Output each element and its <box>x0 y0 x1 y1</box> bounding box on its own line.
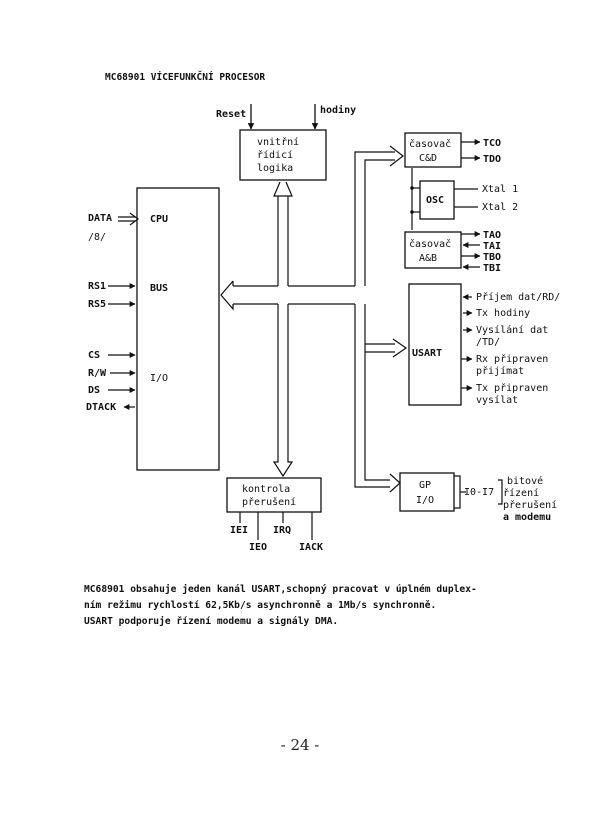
tx-data-label: Vysílání dat <box>476 324 548 336</box>
dtack-label: DTACK <box>86 402 116 413</box>
bus-down-arrow <box>272 304 294 478</box>
gpio-block <box>399 472 455 512</box>
usart-block <box>408 283 462 406</box>
rs5-label: RS5 <box>88 299 106 310</box>
ieo-label: IEO <box>249 542 267 553</box>
timer-ab-block <box>404 231 462 269</box>
control-logic-label-1: vnitřní <box>257 136 299 148</box>
gpio-range-label: I0-I7 <box>464 487 494 498</box>
rs1-label: RS1 <box>88 281 106 292</box>
ds-label: DS <box>88 385 100 396</box>
usart-bus <box>365 343 395 353</box>
tdo-label: TDO <box>483 154 501 165</box>
description-line-3: USART podporuje řízení modemu a signály … <box>84 616 339 627</box>
gpio-label-2: I/O <box>416 495 434 506</box>
timer-cd-label-1: časovač <box>409 138 451 150</box>
rx-ready-label: Rx připraven <box>476 353 548 365</box>
bus-left-arrow <box>220 280 234 311</box>
cs-label: CS <box>88 350 100 361</box>
gpio-desc-1: bitové <box>507 475 543 487</box>
tbi-label: TBI <box>483 263 501 274</box>
gpio-desc-bracket <box>498 479 503 505</box>
control-logic-label-2: řídicí <box>257 149 293 161</box>
tco-label: TCO <box>483 138 501 149</box>
description-line-1: MC68901 obsahuje jeden kanál USART,schop… <box>84 584 477 595</box>
tao-label: TAO <box>483 230 501 241</box>
tbo-label: TBO <box>483 252 501 263</box>
cpu-bus-io-block <box>136 187 220 471</box>
osc-label: OSC <box>426 195 444 206</box>
tx-ready-label-2: vysílat <box>476 394 518 406</box>
gpio-label-1: GP <box>419 480 431 491</box>
page-number: - 24 - <box>280 736 320 754</box>
interrupt-control-label-2: přerušení <box>242 496 296 508</box>
horizontal-bus <box>233 285 355 305</box>
bus-up-arrow <box>273 181 293 286</box>
data-label: DATA <box>88 213 112 224</box>
timer-cd-block <box>404 132 462 168</box>
usart-label: USART <box>412 348 442 359</box>
bus-label: BUS <box>150 283 168 294</box>
right-bus-lower <box>354 304 390 488</box>
xtal2-label: Xtal 2 <box>482 202 518 213</box>
xtal1-label: Xtal 1 <box>482 184 518 195</box>
gpio-desc-3: přerušení <box>503 499 557 511</box>
gpio-desc-4: a modemu <box>503 512 551 523</box>
control-logic-label-3: logika <box>257 163 293 174</box>
tx-clock-label: Tx hodiny <box>476 308 530 319</box>
gpio-bus-arrow <box>389 473 401 493</box>
osc-block <box>419 180 455 220</box>
tai-label: TAI <box>483 241 501 252</box>
tx-data-label-2: /TD/ <box>476 337 500 348</box>
rx-ready-label-2: přijímat <box>476 365 524 377</box>
interrupt-control-label-1: kontrola <box>242 484 290 495</box>
timer-cd-bus-arrow <box>389 145 404 167</box>
iei-label: IEI <box>230 525 248 536</box>
diagram-title: MC68901 VÍCEFUNKČNÍ PROCESOR <box>105 71 265 83</box>
cpu-label: CPU <box>150 214 168 225</box>
irq-label: IRQ <box>273 525 291 536</box>
control-logic-block <box>239 129 327 181</box>
interrupt-control-block <box>226 477 322 513</box>
gpio-desc-2: řízení <box>503 487 539 499</box>
clock-label: hodiny <box>320 104 356 116</box>
data-width-label: /8/ <box>88 232 106 243</box>
usart-bus-arrow <box>392 338 408 358</box>
description-line-2: ním režimu rychlostí 62,5Kb/s asynchronn… <box>84 600 437 611</box>
description-paragraph: MC68901 obsahuje jeden kanál USART,schop… <box>84 582 574 630</box>
tx-ready-label: Tx připraven <box>476 382 548 394</box>
rw-label: R/W <box>88 368 107 379</box>
timer-ab-label-2: A&B <box>419 253 437 264</box>
timer-cd-label-2: C&D <box>419 153 437 164</box>
reset-label: Reset <box>216 109 246 120</box>
rx-data-label: Příjem dat/RD/ <box>476 291 560 303</box>
data-arrow <box>129 212 139 226</box>
iack-label: IACK <box>299 542 323 553</box>
timer-ab-label-1: časovač <box>409 238 451 250</box>
io-label: I/O <box>150 373 168 384</box>
right-bus-upper <box>354 151 395 286</box>
gpio-bracket <box>454 475 461 509</box>
